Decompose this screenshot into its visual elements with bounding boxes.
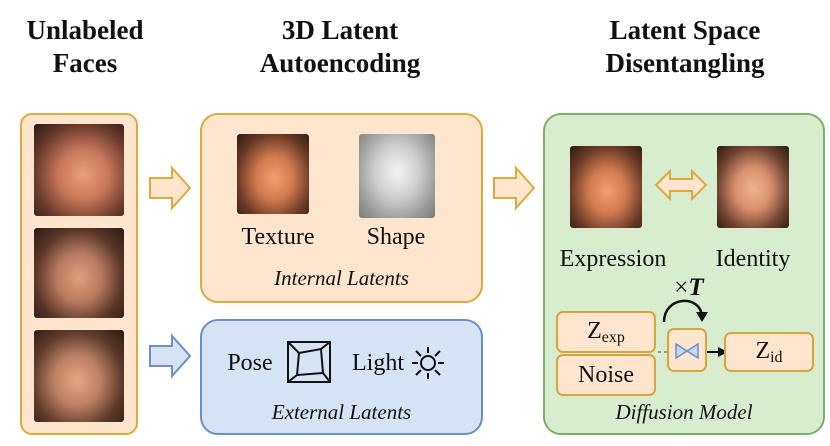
shape-mesh — [359, 134, 435, 218]
arrow-right-icon — [149, 333, 192, 379]
face-photo — [34, 330, 124, 422]
loop-arrow-icon — [662, 299, 708, 323]
z-exp-subscript: exp — [601, 329, 625, 346]
z-id-box: Zid — [724, 332, 814, 372]
z-exp-symbol: Z — [587, 318, 602, 344]
iteration-variable: T — [688, 274, 704, 301]
z-id-subscript: id — [770, 349, 783, 366]
noise-box: Noise — [556, 354, 656, 396]
noise-label: Noise — [578, 362, 634, 388]
heading-line: Autoencoding — [259, 48, 421, 78]
heading-line: Disentangling — [605, 48, 765, 78]
sun-icon — [412, 347, 444, 379]
heading-line: Unlabeled — [26, 15, 144, 45]
heading-unlabeled-faces: Unlabeled Faces — [0, 14, 170, 80]
external-latents-caption: External Latents — [271, 400, 412, 424]
z-id-symbol: Z — [755, 338, 771, 364]
face-photo — [34, 124, 124, 216]
bowtie-icon — [675, 342, 699, 360]
cube-icon — [287, 341, 331, 383]
heading-latent-space-disentangling: Latent Space Disentangling — [570, 14, 800, 80]
heading-line: Faces — [52, 48, 118, 78]
identity-label: Identity — [715, 246, 791, 272]
times-symbol: × — [674, 274, 689, 301]
arrow-right-icon — [493, 165, 536, 211]
expression-label: Expression — [559, 246, 667, 272]
shape-label: Shape — [366, 224, 426, 250]
connector-lines — [658, 347, 728, 357]
heading-line: 3D Latent — [281, 15, 399, 45]
texture-face-photo — [237, 134, 309, 214]
face-photo — [34, 228, 124, 318]
arrow-right-icon — [149, 165, 192, 211]
identity-face-photo — [717, 146, 789, 228]
z-exp-box: Zexp — [556, 311, 656, 353]
light-label: Light — [352, 350, 404, 376]
double-arrow-icon — [654, 168, 708, 202]
denoiser-box — [667, 328, 707, 372]
diffusion-model-caption: Diffusion Model — [615, 400, 753, 424]
pose-label: Pose — [227, 350, 273, 376]
iteration-label: ×T — [664, 274, 714, 302]
external-latents-panel — [200, 319, 483, 435]
internal-latents-caption: Internal Latents — [274, 266, 409, 290]
heading-line: Latent Space — [609, 15, 761, 45]
expression-face-photo — [570, 146, 642, 228]
heading-3d-latent-autoencoding: 3D Latent Autoencoding — [225, 14, 455, 80]
texture-label: Texture — [241, 224, 315, 250]
